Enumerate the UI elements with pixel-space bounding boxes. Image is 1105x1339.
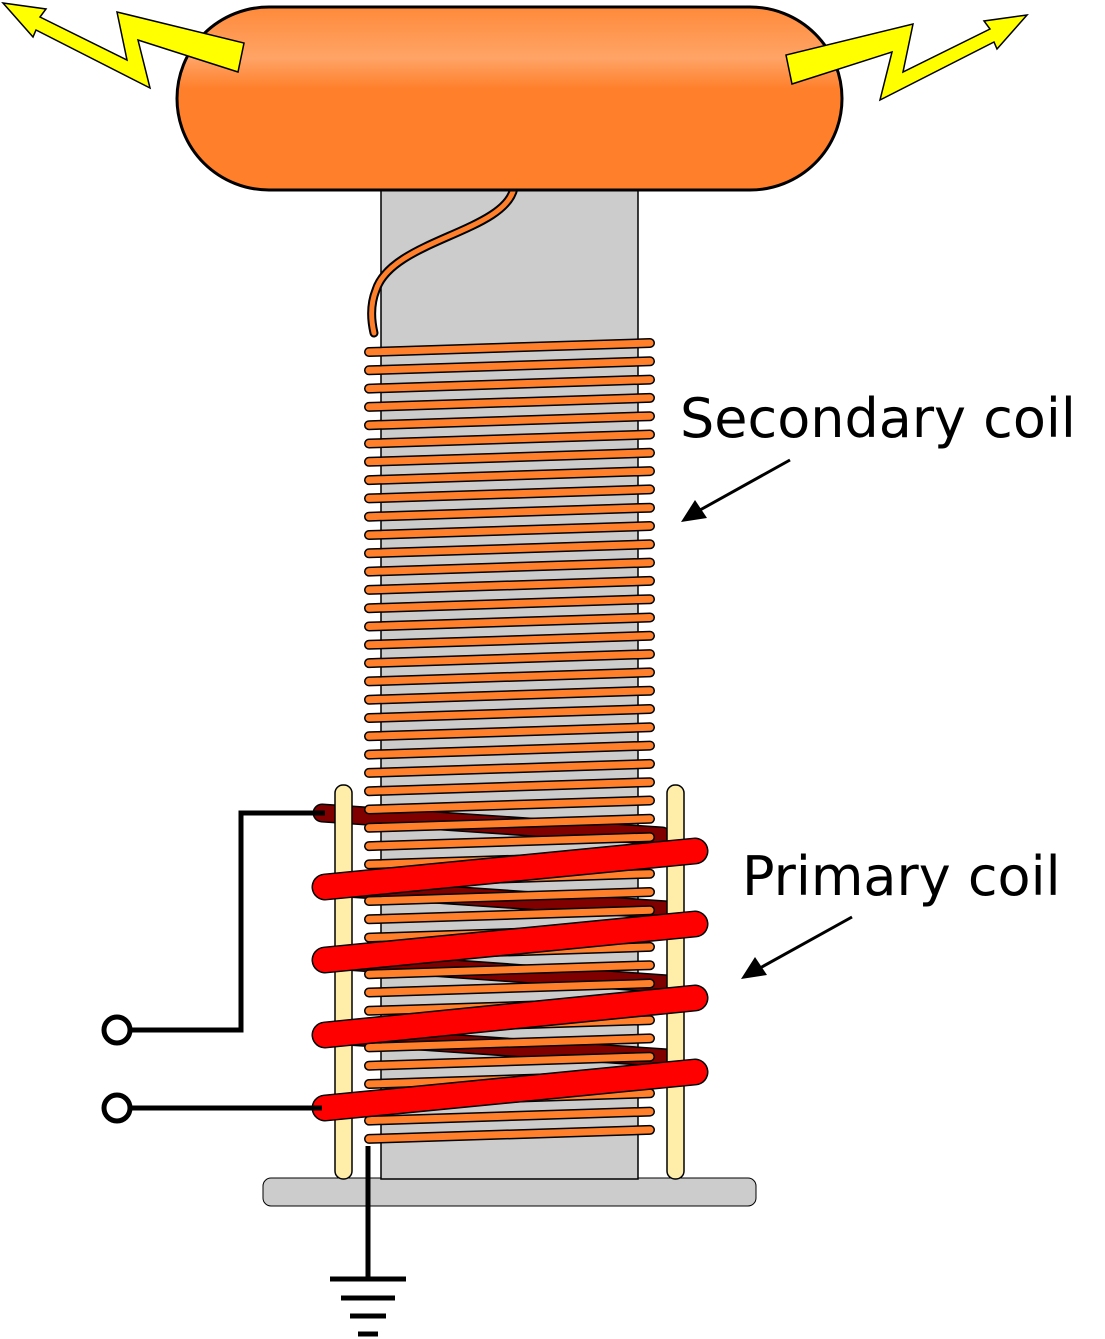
secondary-coil-turn xyxy=(364,539,655,559)
primary-coil-arrow xyxy=(759,915,853,970)
secondary-coil-turn xyxy=(364,447,655,467)
primary-feed-wire-1 xyxy=(129,810,325,1033)
secondary-coil-arrowhead xyxy=(681,500,707,522)
secondary-coil-turn xyxy=(364,594,655,614)
primary-coil-turn xyxy=(311,837,709,901)
primary-coil-turn xyxy=(311,1058,709,1122)
secondary-coil-turn xyxy=(364,758,655,778)
input-terminal-2 xyxy=(101,1092,133,1124)
secondary-coil-turn xyxy=(364,356,655,376)
secondary-coil-turn xyxy=(364,704,655,723)
secondary-coil-turn xyxy=(364,685,655,705)
top-load-toroid xyxy=(175,5,844,192)
secondary-coil-turn xyxy=(364,777,655,797)
primary-coil xyxy=(311,837,709,1122)
secondary-coil-turn xyxy=(364,1051,655,1071)
secondary-coil-turn xyxy=(364,484,655,504)
secondary-coil-turn xyxy=(364,905,655,925)
secondary-coil-turn xyxy=(364,960,655,980)
secondary-coil-turn xyxy=(364,466,655,486)
right-spark-icon xyxy=(785,13,1029,102)
ground-symbol-icon xyxy=(330,1276,406,1337)
secondary-coil-turn xyxy=(364,374,655,394)
secondary-coil-turn xyxy=(364,813,655,833)
primary-coil-label: Primary coil xyxy=(742,845,1061,908)
secondary-coil-turn xyxy=(364,795,655,815)
secondary-coil-turn xyxy=(364,429,655,449)
secondary-coil-turn xyxy=(364,1106,655,1126)
primary-coil-arrowhead xyxy=(741,957,767,979)
left-spark-icon xyxy=(1,1,245,90)
secondary-coil-turn xyxy=(364,575,655,595)
secondary-coil-turn xyxy=(364,630,655,650)
primary-coil-turn xyxy=(311,984,709,1049)
primary-coil-turn xyxy=(311,910,709,974)
secondary-coil-turn xyxy=(364,667,655,687)
secondary-coil-turn xyxy=(364,978,655,998)
secondary-coil-turn xyxy=(364,557,655,577)
secondary-coil-turn xyxy=(364,740,655,760)
secondary-coil-turn xyxy=(364,649,655,669)
secondary-coil-turn xyxy=(364,1033,655,1053)
input-terminal-1 xyxy=(101,1014,133,1046)
secondary-top-lead xyxy=(369,185,517,336)
secondary-coil-turn xyxy=(364,502,655,522)
secondary-coil-turn xyxy=(364,338,655,357)
secondary-coil-turn xyxy=(364,832,655,852)
secondary-coil-arrow xyxy=(699,458,791,512)
secondary-coil-turn xyxy=(364,722,655,742)
secondary-coil-turn xyxy=(364,411,655,431)
secondary-coil-turn xyxy=(364,392,655,412)
secondary-coil-turn xyxy=(364,887,655,906)
secondary-coil-turn xyxy=(364,1124,655,1144)
base-plate xyxy=(262,1177,757,1207)
secondary-coil-label: Secondary coil xyxy=(680,387,1076,450)
secondary-coil-turn xyxy=(364,612,655,632)
secondary-coil-turn xyxy=(364,521,655,540)
